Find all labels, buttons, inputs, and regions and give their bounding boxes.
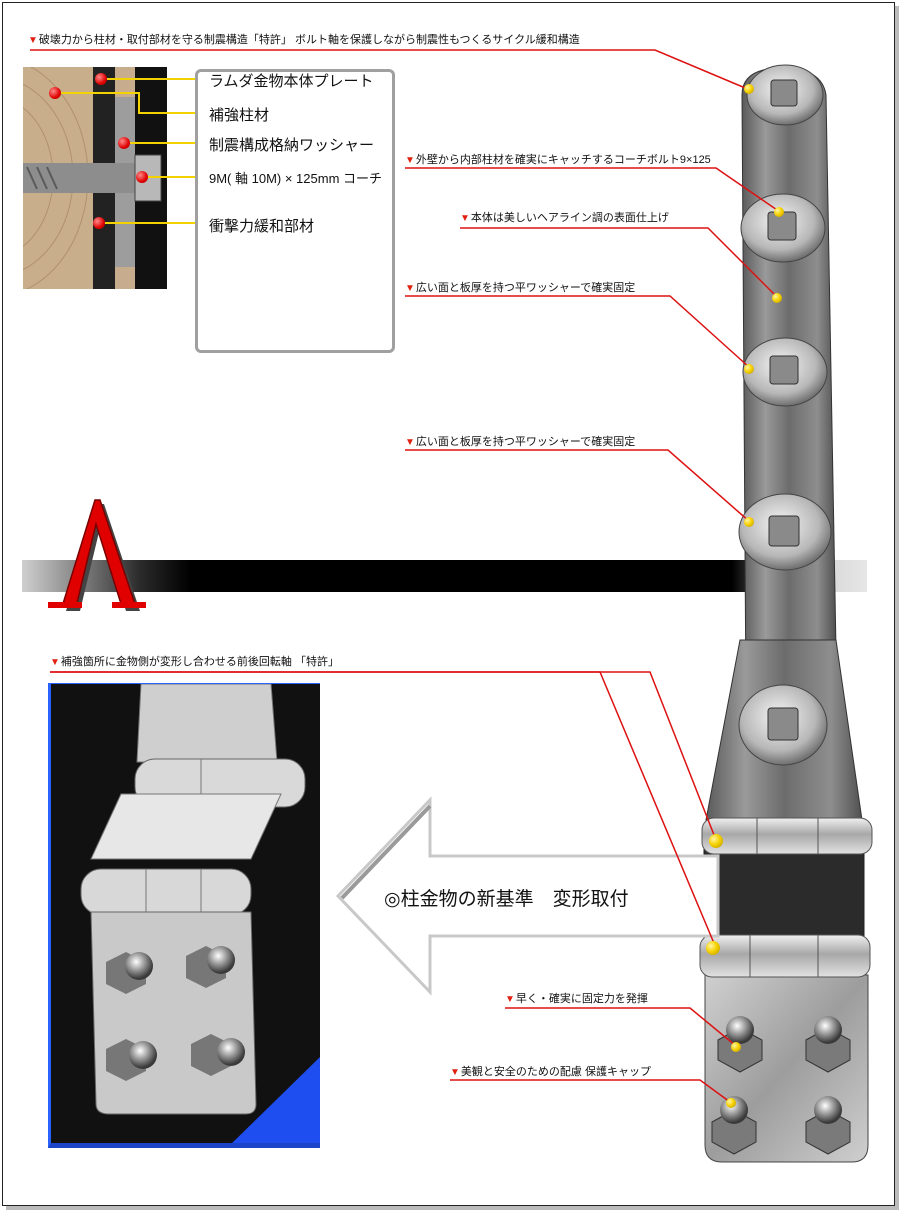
bracket-middle-plate — [703, 847, 865, 939]
cross-section-inset: ラムダ金物本体プレート 補強柱材 制震構成格納ワッシャー 9M( 軸 10M) … — [23, 67, 395, 353]
inset-label-plate: ラムダ金物本体プレート — [209, 73, 374, 90]
callout-washer-2: ▼広い面と板厚を持つ平ワッシャーで確実固定 — [405, 436, 636, 448]
washer-bolt-5 — [738, 684, 828, 766]
callout-dot — [744, 517, 754, 527]
callout-fixing: ▼早く・確実に固定力を発揮 — [505, 993, 648, 1005]
hinge-detail-photo — [48, 683, 320, 1148]
callout-dot — [744, 364, 754, 374]
inset-label-buffer: 衝撃力緩和部材 — [209, 218, 315, 235]
hinge-lower — [699, 934, 871, 978]
left-arrow-shape — [335, 796, 720, 996]
cap-nut-4 — [805, 1096, 851, 1155]
inset-label-box — [195, 69, 395, 353]
callout-top: ▼破壊力から柱材・取付部材を守る制震構造「特許」 ボルト軸を保護しながら制震性も… — [28, 34, 580, 46]
callout-hairline: ▼本体は美しいヘアライン調の表面仕上げ — [460, 212, 669, 224]
callout-cap: ▼美観と安全のための配慮 保護キャップ — [450, 1066, 651, 1078]
cap-nut-2 — [805, 1016, 851, 1073]
washer-bolt-1 — [746, 64, 824, 126]
marker-plate — [95, 73, 107, 85]
callout-dot — [744, 84, 754, 94]
lambda-logo: Λ — [40, 492, 150, 617]
black-banner-band — [22, 560, 867, 592]
callout-washer-1: ▼広い面と板厚を持つ平ワッシャーで確実固定 — [405, 282, 636, 294]
washer-bolt-4 — [738, 493, 832, 571]
marker-buffer — [93, 217, 105, 229]
inset-leader-lines — [61, 78, 207, 224]
callout-dot — [774, 207, 784, 217]
marker-washer — [118, 137, 130, 149]
callout-hinge: ▼補強箇所に金物側が変形し合わせる前後回転軸 「特許」 — [50, 656, 339, 668]
inset-label-washer: 制震構成格納ワッシャー — [209, 137, 375, 154]
marker-bolt — [136, 171, 148, 183]
washer-bolt-3 — [742, 337, 828, 407]
inset-label-bolt: 9M( 軸 10M) × 125mm コーチ — [209, 171, 383, 186]
callout-dot — [706, 941, 720, 955]
callout-coach-bolt: ▼外壁から内部柱材を確実にキャッチするコーチボルト9×125 — [405, 154, 711, 166]
washer-bolt-2 — [740, 193, 826, 263]
callout-dot — [726, 1098, 736, 1108]
leader-lines — [30, 49, 781, 1103]
callout-dot — [772, 293, 782, 303]
inset-label-pillar: 補強柱材 — [209, 107, 270, 124]
callout-dot — [731, 1042, 741, 1052]
marker-pillar — [49, 87, 61, 99]
callout-dot — [709, 834, 723, 848]
hinge-upper — [701, 817, 873, 855]
arrow-caption: ◎柱金物の新基準 変形取付 — [384, 889, 629, 910]
